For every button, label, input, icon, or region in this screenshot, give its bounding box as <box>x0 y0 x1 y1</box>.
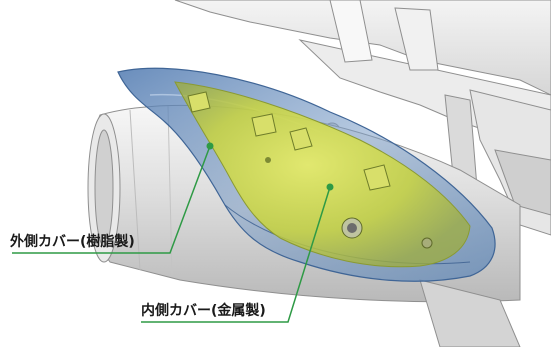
inner-cover-leader-dot <box>326 183 334 191</box>
leader-lines <box>12 145 331 323</box>
inner-cover-leader-line <box>141 186 331 323</box>
outer-cover-leader-line <box>12 145 211 254</box>
rear-subframe <box>174 0 551 236</box>
outer-cover-label: 外側カバー(樹脂製) <box>10 234 135 250</box>
outer-cover-leader-dot <box>206 142 214 150</box>
inner-cover-metal <box>174 81 471 268</box>
inner-cover-label: 内側カバー(金属製) <box>141 303 266 319</box>
